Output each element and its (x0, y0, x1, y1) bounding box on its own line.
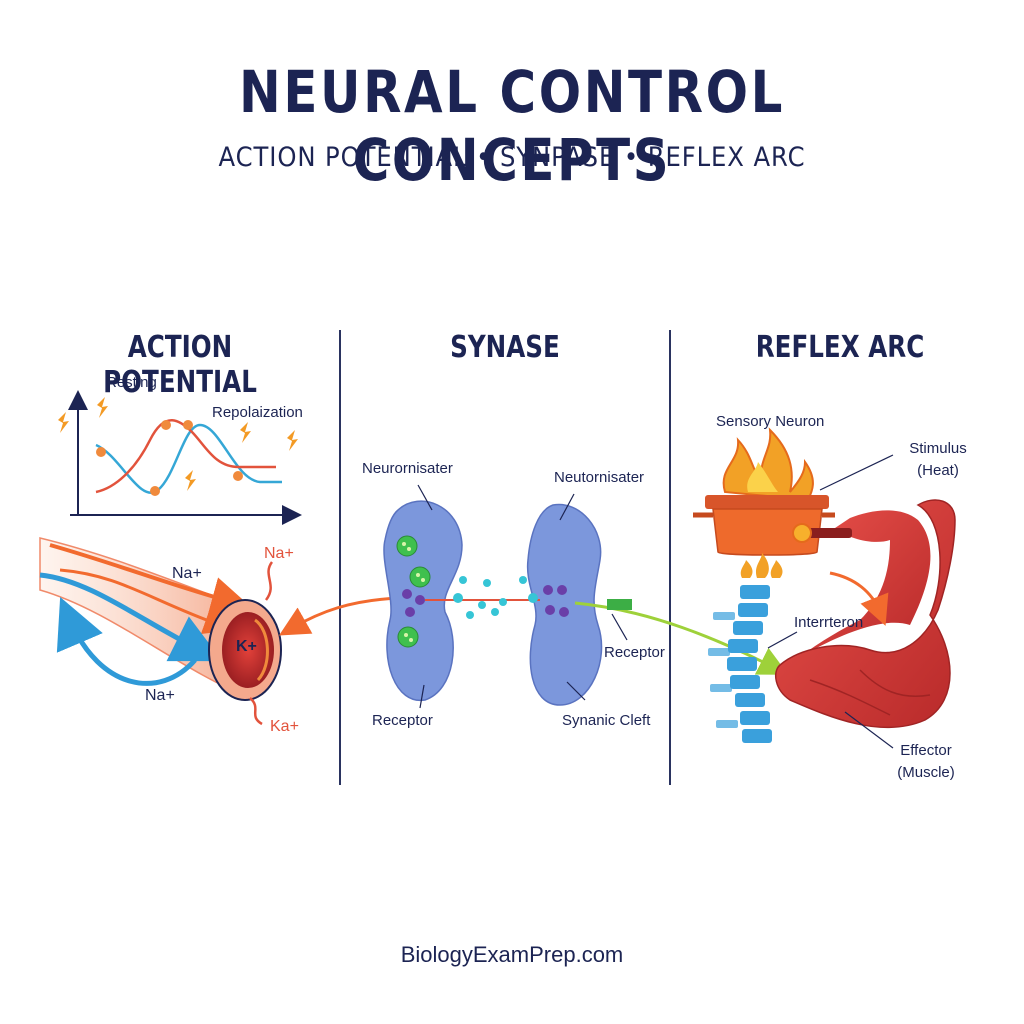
footer-site: BiologyExamPrep.com (400, 942, 624, 967)
ap-graph (68, 390, 302, 525)
heading-action-potential: ACTION POTENTIAL (103, 330, 257, 400)
ion-k-center: K+ (236, 638, 257, 655)
reflex-illustration (693, 427, 956, 749)
synapse-to-axon-arrow (278, 596, 401, 636)
label-stimulus: Stimulus (909, 440, 967, 457)
label-synaptic-cleft: Synanic Cleft (562, 712, 651, 729)
divider-left (339, 330, 341, 785)
label-muscle: (Muscle) (897, 764, 955, 781)
label-heat: (Heat) (917, 462, 959, 479)
heading-reflex-arc: REFLEX ARC (755, 330, 925, 365)
ion-na-bottom: Na+ (145, 687, 175, 704)
label-sensory-neuron: Sensory Neuron (716, 413, 825, 430)
page-title: NEURAL CONTROL CONCEPTS (239, 58, 785, 194)
label-receptor-left: Receptor (372, 712, 433, 729)
label-receptor-right: Receptor (604, 644, 665, 661)
ion-na-right: Na+ (264, 545, 294, 562)
label-neurotransmitter-left: Neurornisater (362, 460, 453, 477)
label-repolarization: Repolaization (212, 404, 303, 421)
label-interneuron: Interrteron (794, 614, 864, 631)
page-subtitle: ACTION POTENTIAL • SYNPASE • REFLEX ARC (218, 142, 806, 173)
ion-ka-bottom: Ka+ (270, 718, 299, 735)
divider-right (669, 330, 671, 785)
synapse-illustration (383, 484, 789, 709)
label-effector: Effector (900, 742, 952, 759)
axon-illustration (39, 537, 282, 726)
label-resting: Resting (106, 374, 157, 391)
heading-synapse: SYNASE (450, 330, 560, 365)
ion-na-top: Na+ (172, 565, 202, 582)
label-neurotransmitter-right: Neutornisater (554, 469, 645, 486)
bolt-icons (58, 397, 298, 491)
